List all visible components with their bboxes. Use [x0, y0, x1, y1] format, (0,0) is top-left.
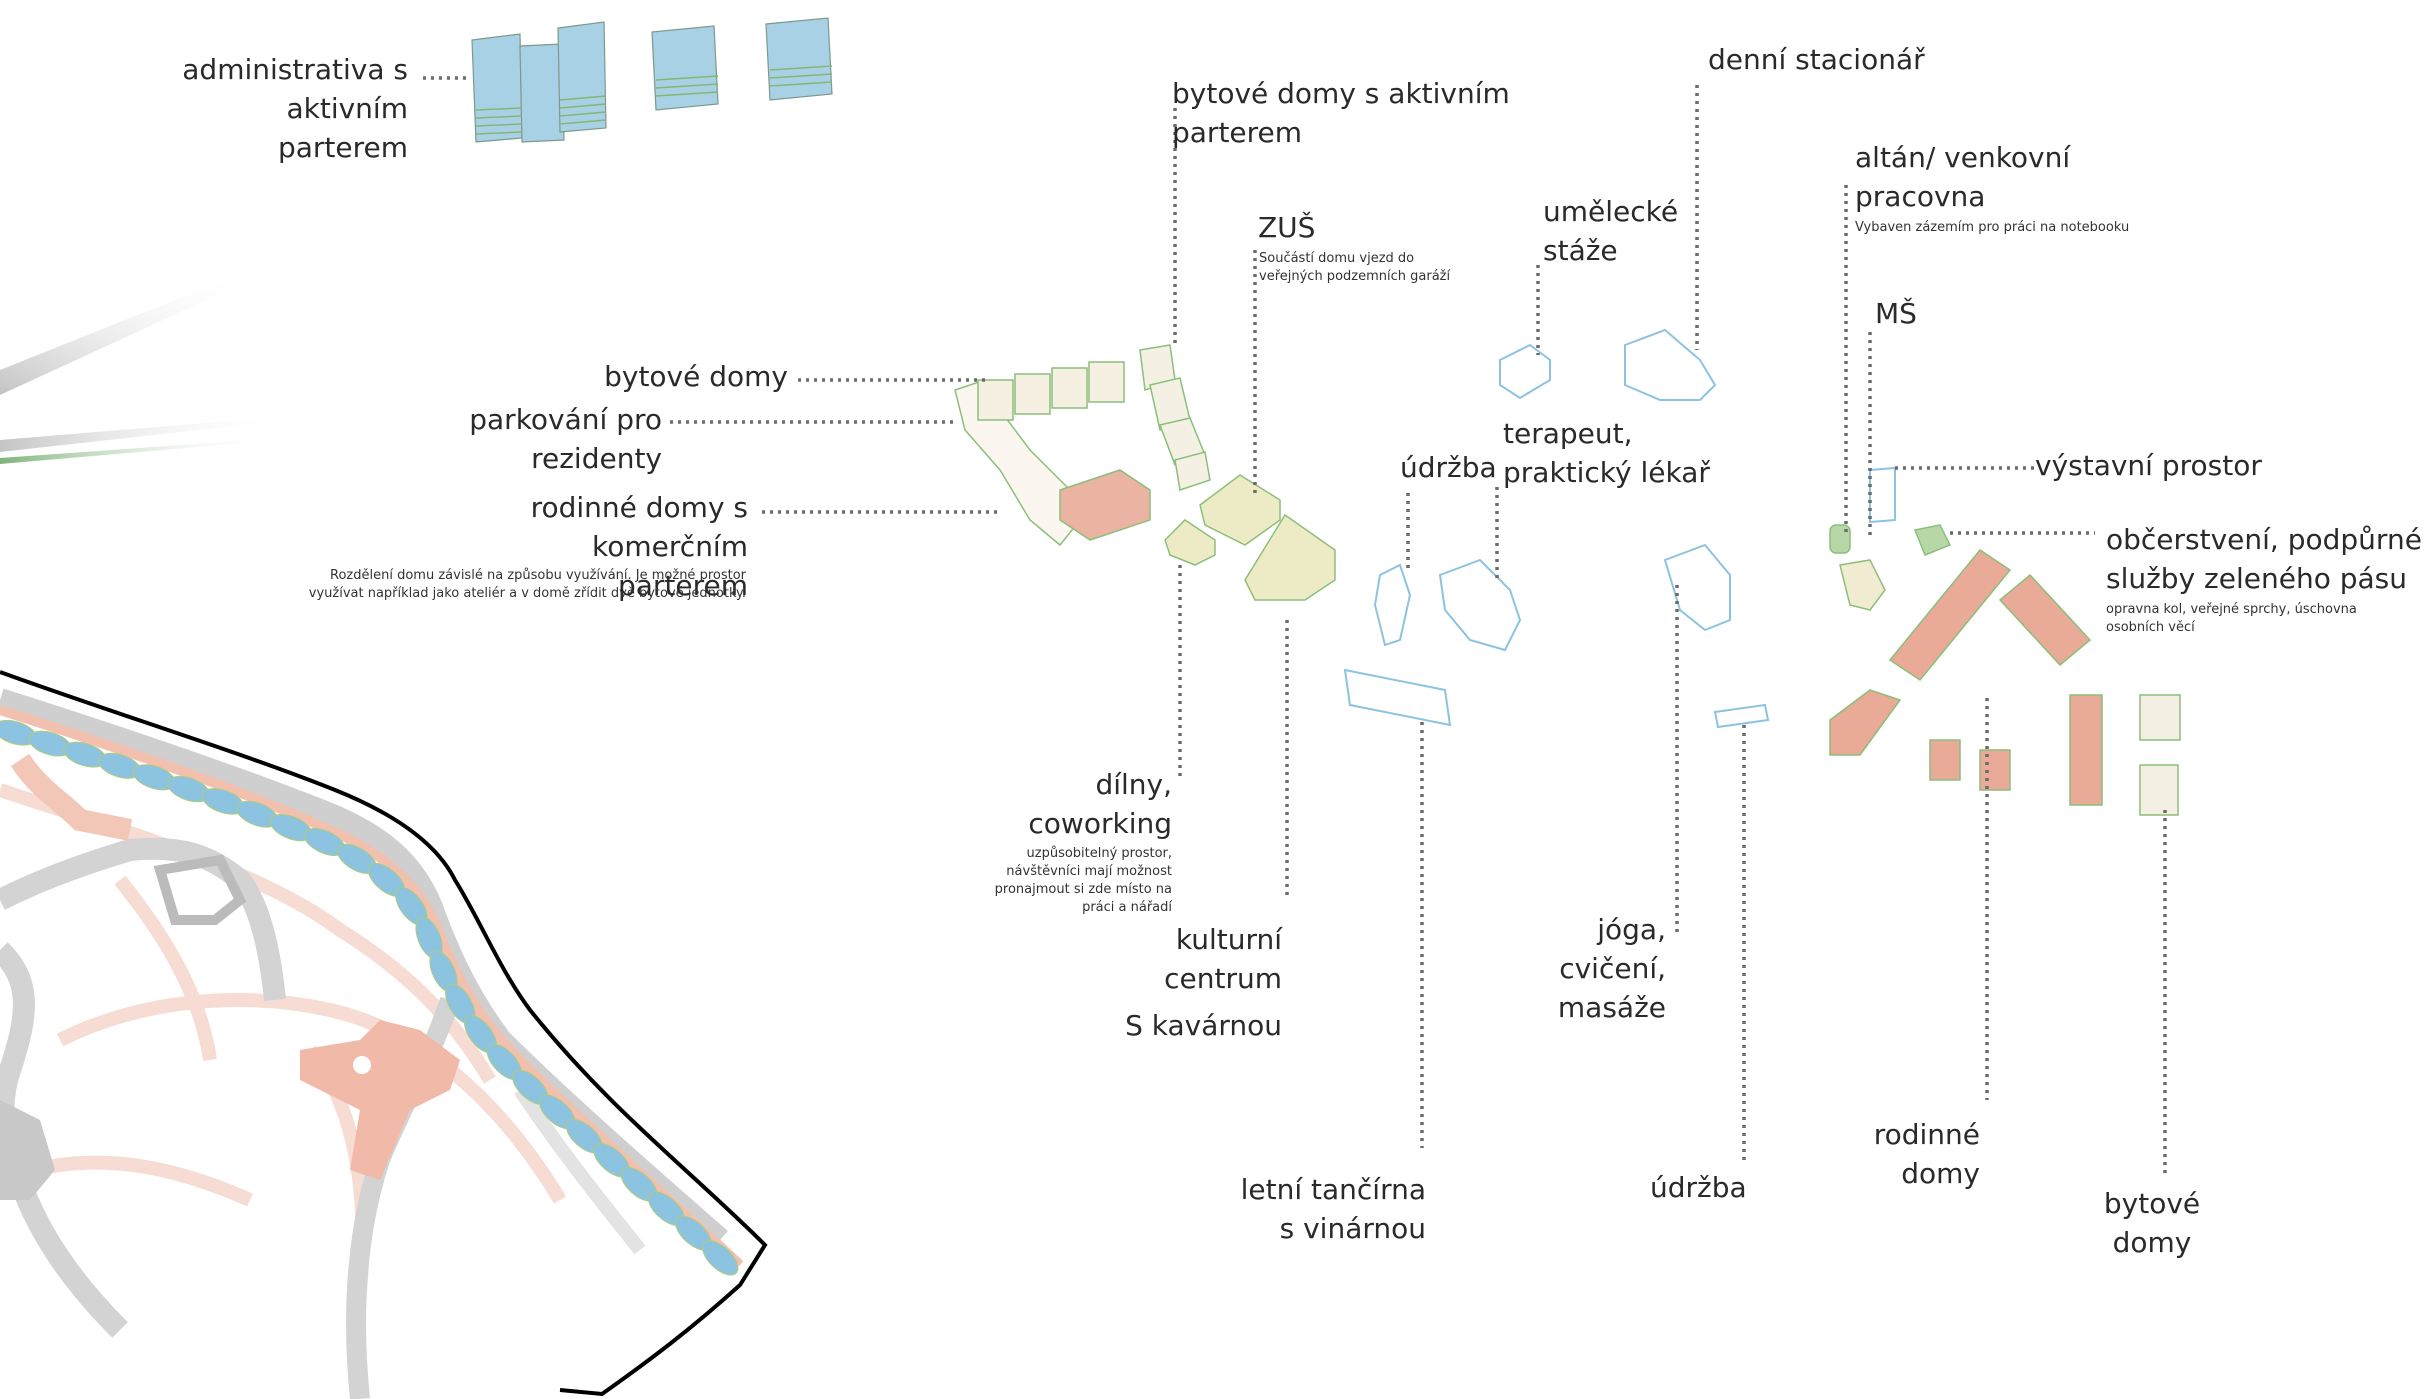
label-ms: MŠ [1875, 297, 1917, 330]
label-bytove-domy-aktivni: bytové domy s aktivním parterem [1172, 77, 1510, 149]
label-vystavni: výstavní prostor [2035, 449, 2262, 482]
label-denni-stacionar: denní stacionář [1708, 43, 1925, 76]
leader-lines [423, 76, 2167, 1177]
admin-buildings [471, 17, 833, 143]
note-zus: Součástí domu vjezd do veřejných podzemn… [1259, 251, 1451, 284]
label-joga: jóga, cvičení, masáže [1557, 913, 1666, 1024]
label-parkovani: parkování pro rezidenty [469, 403, 662, 475]
label-obcerstveni: občerstvení, podpůrné služby zeleného pá… [2106, 523, 2422, 595]
water-features [0, 719, 739, 1276]
light-beams [0, 270, 290, 464]
label-udrzba-bottom: údržba [1650, 1171, 1747, 1204]
label-umelecke-staze: umělecké stáže [1543, 195, 1679, 267]
service-buildings [1343, 328, 1896, 729]
label-terapeut: terapeut, praktický lékař [1503, 417, 1710, 489]
label-administrativa: administrativa s aktivním parterem [182, 53, 408, 164]
label-rodinne-komercni: rodinné domy s komerčním parterem [530, 491, 748, 602]
note-rodinne-komercni: Rozdělení domu závislé na způsobu využív… [308, 568, 746, 601]
note-altan: Vybaven zázemím pro práci na notebooku [1855, 220, 2130, 235]
label-altan: altán/ venkovní pracovna [1855, 141, 2071, 213]
label-kavarna: S kavárnou [1125, 1009, 1282, 1042]
note-dilny: uzpůsobitelný prostor, návštěvníci mají … [994, 846, 1172, 915]
water-blob [701, 1240, 739, 1276]
label-kulturni: kulturní centrum [1164, 923, 1282, 995]
label-bytove-domy-right: bytové domy [2103, 1187, 2201, 1259]
label-rodinne-domy: rodinné domy [1873, 1118, 1980, 1190]
note-obcerstveni: opravna kol, veřejné sprchy, úschovna os… [2106, 602, 2357, 635]
label-bytove-domy-left: bytové domy [604, 360, 788, 393]
label-udrzba-top: údržba [1400, 451, 1497, 484]
label-zus: ZUŠ [1258, 211, 1316, 244]
label-dilny: dílny, coworking [1028, 768, 1172, 840]
site-map [0, 670, 768, 1399]
label-tancirna: letní tančírna s vinárnou [1240, 1173, 1426, 1245]
housing-cluster [954, 344, 1336, 601]
